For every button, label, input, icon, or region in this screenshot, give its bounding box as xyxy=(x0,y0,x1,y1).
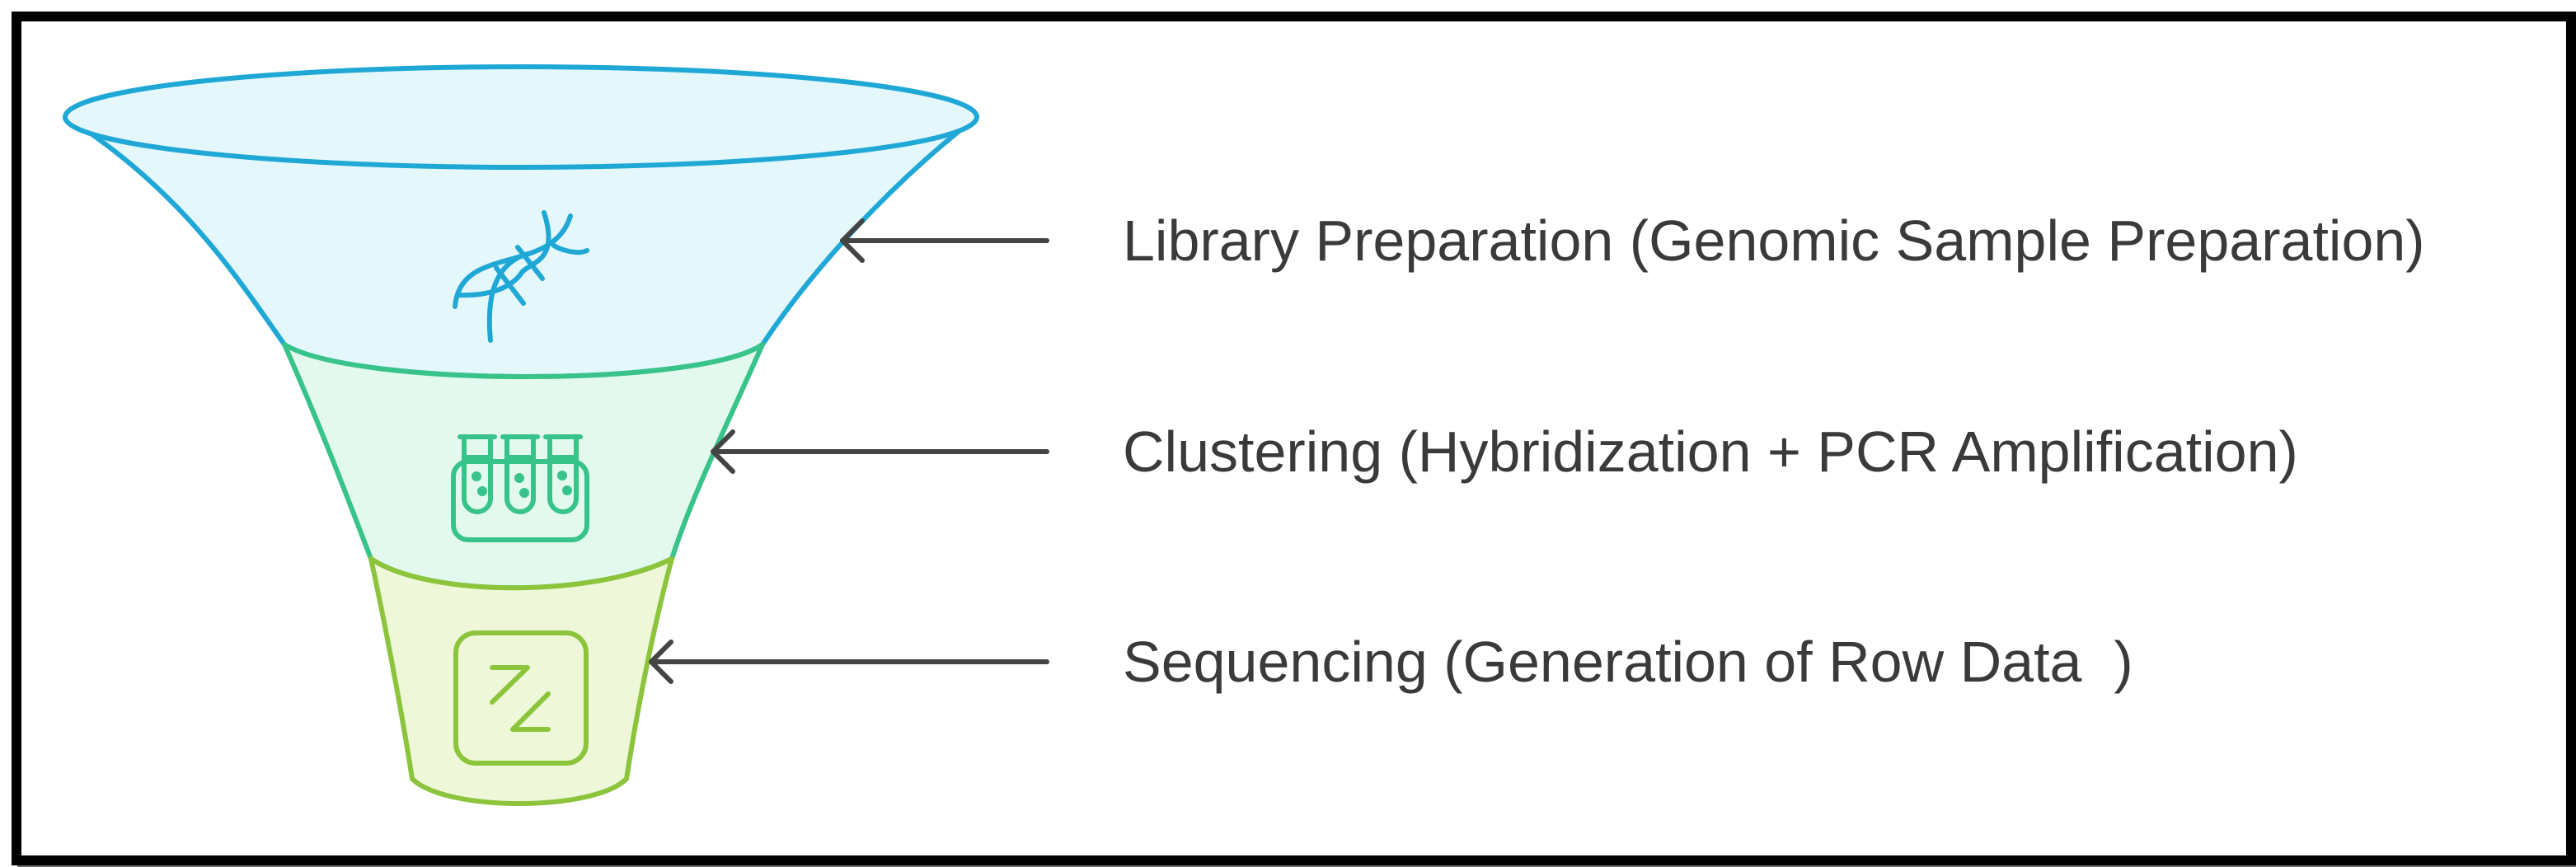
label-sequencing: Sequencing (Generation of Row Data ) xyxy=(1123,630,2133,694)
label-library-preparation: Library Preparation (Genomic Sample Prep… xyxy=(1123,209,2425,273)
test-tubes-icon xyxy=(451,434,589,542)
funnel-section-bottom xyxy=(368,556,674,806)
arrow-sequencing xyxy=(649,640,1049,684)
dna-icon xyxy=(453,210,589,343)
funnel-section-middle xyxy=(282,342,765,591)
funnel-stage-library-preparation xyxy=(63,64,979,379)
label-clustering: Clustering (Hybridization + PCR Amplific… xyxy=(1123,419,2298,484)
sequencer-icon xyxy=(453,630,589,766)
funnel-stage-clustering xyxy=(282,342,765,591)
arrow-clustering xyxy=(711,429,1049,474)
arrow-library-preparation xyxy=(840,218,1049,263)
funnel-stage-sequencing xyxy=(368,556,674,806)
funnel-rim xyxy=(63,64,979,170)
